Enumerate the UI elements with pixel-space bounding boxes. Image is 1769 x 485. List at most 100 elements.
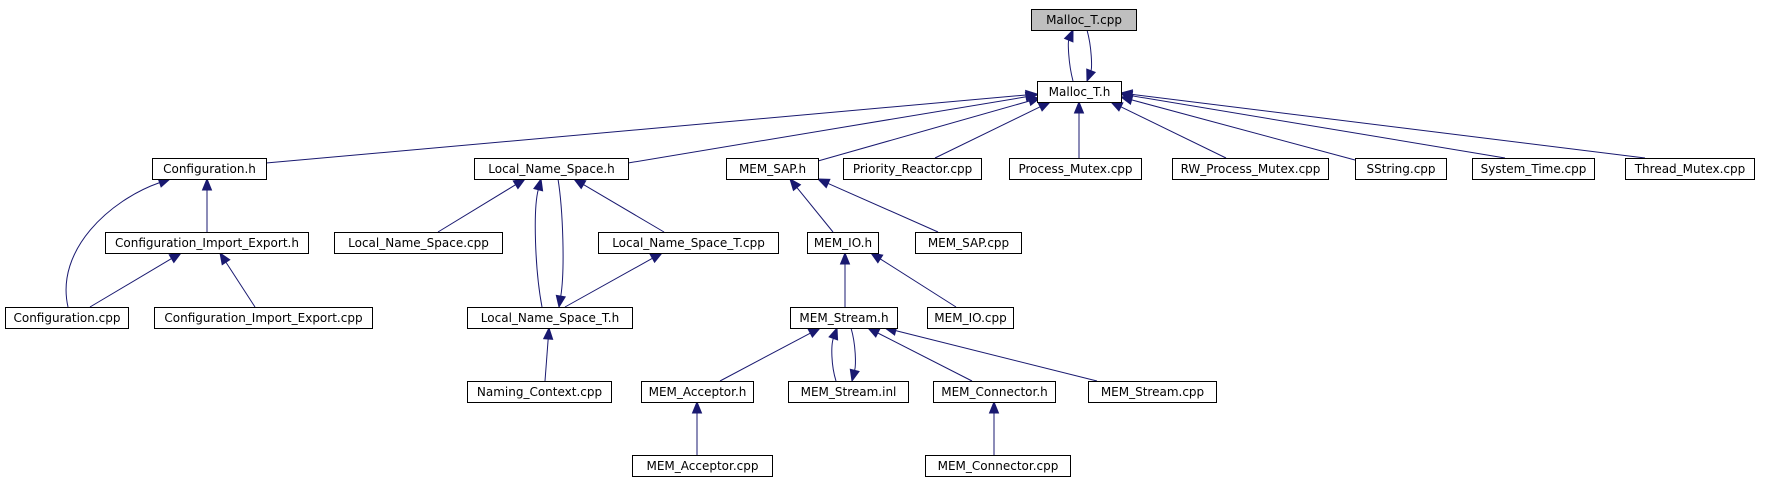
edge-local_name_space_t_cpp-to-local_name_space_h [572,178,665,233]
node-thread-mutex-cpp[interactable]: Thread_Mutex.cpp [1625,158,1755,180]
arrowhead [201,177,213,191]
node-box [1172,158,1329,180]
node-configuration-import-export-cpp[interactable]: Configuration_Import_Export.cpp [154,307,373,329]
node-naming-context-cpp[interactable]: Naming_Context.cpp [467,381,612,403]
edge-mem_stream_inl-to-mem_stream_h [828,326,839,382]
arrowhead [533,177,544,192]
edge-priority_reactor_cpp-to-malloc_t_h [934,101,1052,159]
node-sstring-cpp[interactable]: SString.cpp [1355,158,1447,180]
node-local-name-space-t-cpp[interactable]: Local_Name_Space_T.cpp [598,232,779,254]
node-mem-io-h[interactable]: MEM_IO.h [807,232,879,254]
arrowhead [866,327,881,338]
node-label: Local_Name_Space.cpp [348,236,489,250]
node-label: Configuration_Import_Export.h [115,236,299,250]
arrowhead [1037,101,1052,112]
edge-configuration_import_export_h-to-configuration_h [201,177,213,232]
node-label: MEM_Stream.h [799,311,888,325]
edge-sstring_cpp-to-malloc_t_h [1119,94,1356,161]
edge-local_name_space_h-to-local_name_space_t_h [555,178,567,309]
node-box [790,307,898,329]
arrowhead [572,178,587,190]
arrowhead [168,252,183,264]
node-malloc-t-h[interactable]: Malloc_T.h [1037,81,1122,103]
arrowhead [988,400,1000,414]
arrowhead [849,368,860,383]
arrowhead [542,326,554,340]
edge-system_time_cpp-to-malloc_t_h [1119,90,1506,159]
node-mem-connector-cpp[interactable]: MEM_Connector.cpp [925,455,1071,477]
edge-malloc_t_h-to-malloc_t_cpp [1063,28,1074,82]
edge-thread_mutex_cpp-to-malloc_t_h [1119,89,1646,159]
node-label: MEM_SAP.cpp [928,236,1009,250]
node-label: Priority_Reactor.cpp [853,162,972,176]
node-configuration-import-export-h[interactable]: Configuration_Import_Export.h [105,232,309,254]
node-label: Malloc_T.h [1049,85,1111,99]
node-label: MEM_Stream.inl [801,385,897,399]
node-label: MEM_SAP.h [739,162,806,176]
node-box [807,232,879,254]
node-local-name-space-h[interactable]: Local_Name_Space.h [474,158,629,180]
node-label: Local_Name_Space_T.cpp [612,236,765,250]
edge-malloc_t_cpp-to-malloc_t_h [1086,29,1097,83]
node-box [598,232,779,254]
node-label: MEM_IO.h [814,236,872,250]
node-box [933,381,1056,403]
edge-mem_acceptor_cpp-to-mem_acceptor_h [691,400,703,455]
node-label: Configuration.cpp [13,311,120,325]
node-process-mutex-cpp[interactable]: Process_Mutex.cpp [1009,158,1142,180]
node-local-name-space-t-h[interactable]: Local_Name_Space_T.h [467,307,633,329]
edge-configuration_import_export_cpp-to-configuration_import_export_h [219,251,256,308]
node-box [1472,158,1595,180]
arrowhead [807,327,822,339]
node-label: MEM_Acceptor.h [649,385,747,399]
node-local-name-space-cpp[interactable]: Local_Name_Space.cpp [334,232,503,254]
edge-configuration_h-to-malloc_t_h [265,89,1039,164]
node-malloc-t-cpp[interactable]: Malloc_T.cpp [1031,9,1137,31]
edge-mem_stream_cpp-to-mem_stream_h [883,325,1098,382]
node-mem-stream-inl[interactable]: MEM_Stream.inl [788,381,909,403]
node-box [1031,9,1137,31]
node-label: Configuration.h [163,162,256,176]
node-label: Malloc_T.cpp [1046,13,1122,27]
node-label: System_Time.cpp [1481,162,1587,176]
node-box [5,307,129,329]
node-box [1355,158,1447,180]
node-mem-acceptor-cpp[interactable]: MEM_Acceptor.cpp [632,455,773,477]
node-configuration-cpp[interactable]: Configuration.cpp [5,307,129,329]
node-box [925,455,1071,477]
edge-mem_acceptor_h-to-mem_stream_h [719,327,822,382]
node-box [788,381,909,403]
edge-local_name_space_cpp-to-local_name_space_h [437,178,527,233]
node-rw-process-mutex-cpp[interactable]: RW_Process_Mutex.cpp [1172,158,1329,180]
edge-mem_io_h-to-mem_sap_h [789,177,834,233]
arrowhead [691,400,703,414]
node-mem-acceptor-h[interactable]: MEM_Acceptor.h [641,381,754,403]
arrowhead [1109,101,1124,112]
node-box [843,158,982,180]
node-label: Process_Mutex.cpp [1018,162,1132,176]
edge-local_name_space_t_h-to-local_name_space_h [533,177,544,308]
arrowhead [512,178,527,190]
node-mem-stream-h[interactable]: MEM_Stream.h [790,307,898,329]
node-box [1037,81,1122,103]
node-box [915,232,1022,254]
edge-rw_process_mutex_cpp-to-malloc_t_h [1109,101,1227,159]
arrowhead [649,252,664,264]
node-label: MEM_IO.cpp [934,311,1006,325]
edge-mem_stream_h-to-mem_stream_inl [849,327,860,383]
node-mem-sap-h[interactable]: MEM_SAP.h [726,158,819,180]
node-box [632,455,773,477]
node-box [334,232,503,254]
arrowhead [219,251,231,266]
node-mem-connector-h[interactable]: MEM_Connector.h [933,381,1056,403]
arrowhead [839,251,851,265]
node-mem-stream-cpp[interactable]: MEM_Stream.cpp [1088,381,1217,403]
arrowhead [555,294,567,309]
node-label: MEM_Stream.cpp [1101,385,1204,399]
node-configuration-h[interactable]: Configuration.h [152,158,267,180]
arrowhead [1073,100,1085,114]
node-priority-reactor-cpp[interactable]: Priority_Reactor.cpp [843,158,982,180]
node-mem-io-cpp[interactable]: MEM_IO.cpp [927,307,1014,329]
node-system-time-cpp[interactable]: System_Time.cpp [1472,158,1595,180]
node-mem-sap-cpp[interactable]: MEM_SAP.cpp [915,232,1022,254]
